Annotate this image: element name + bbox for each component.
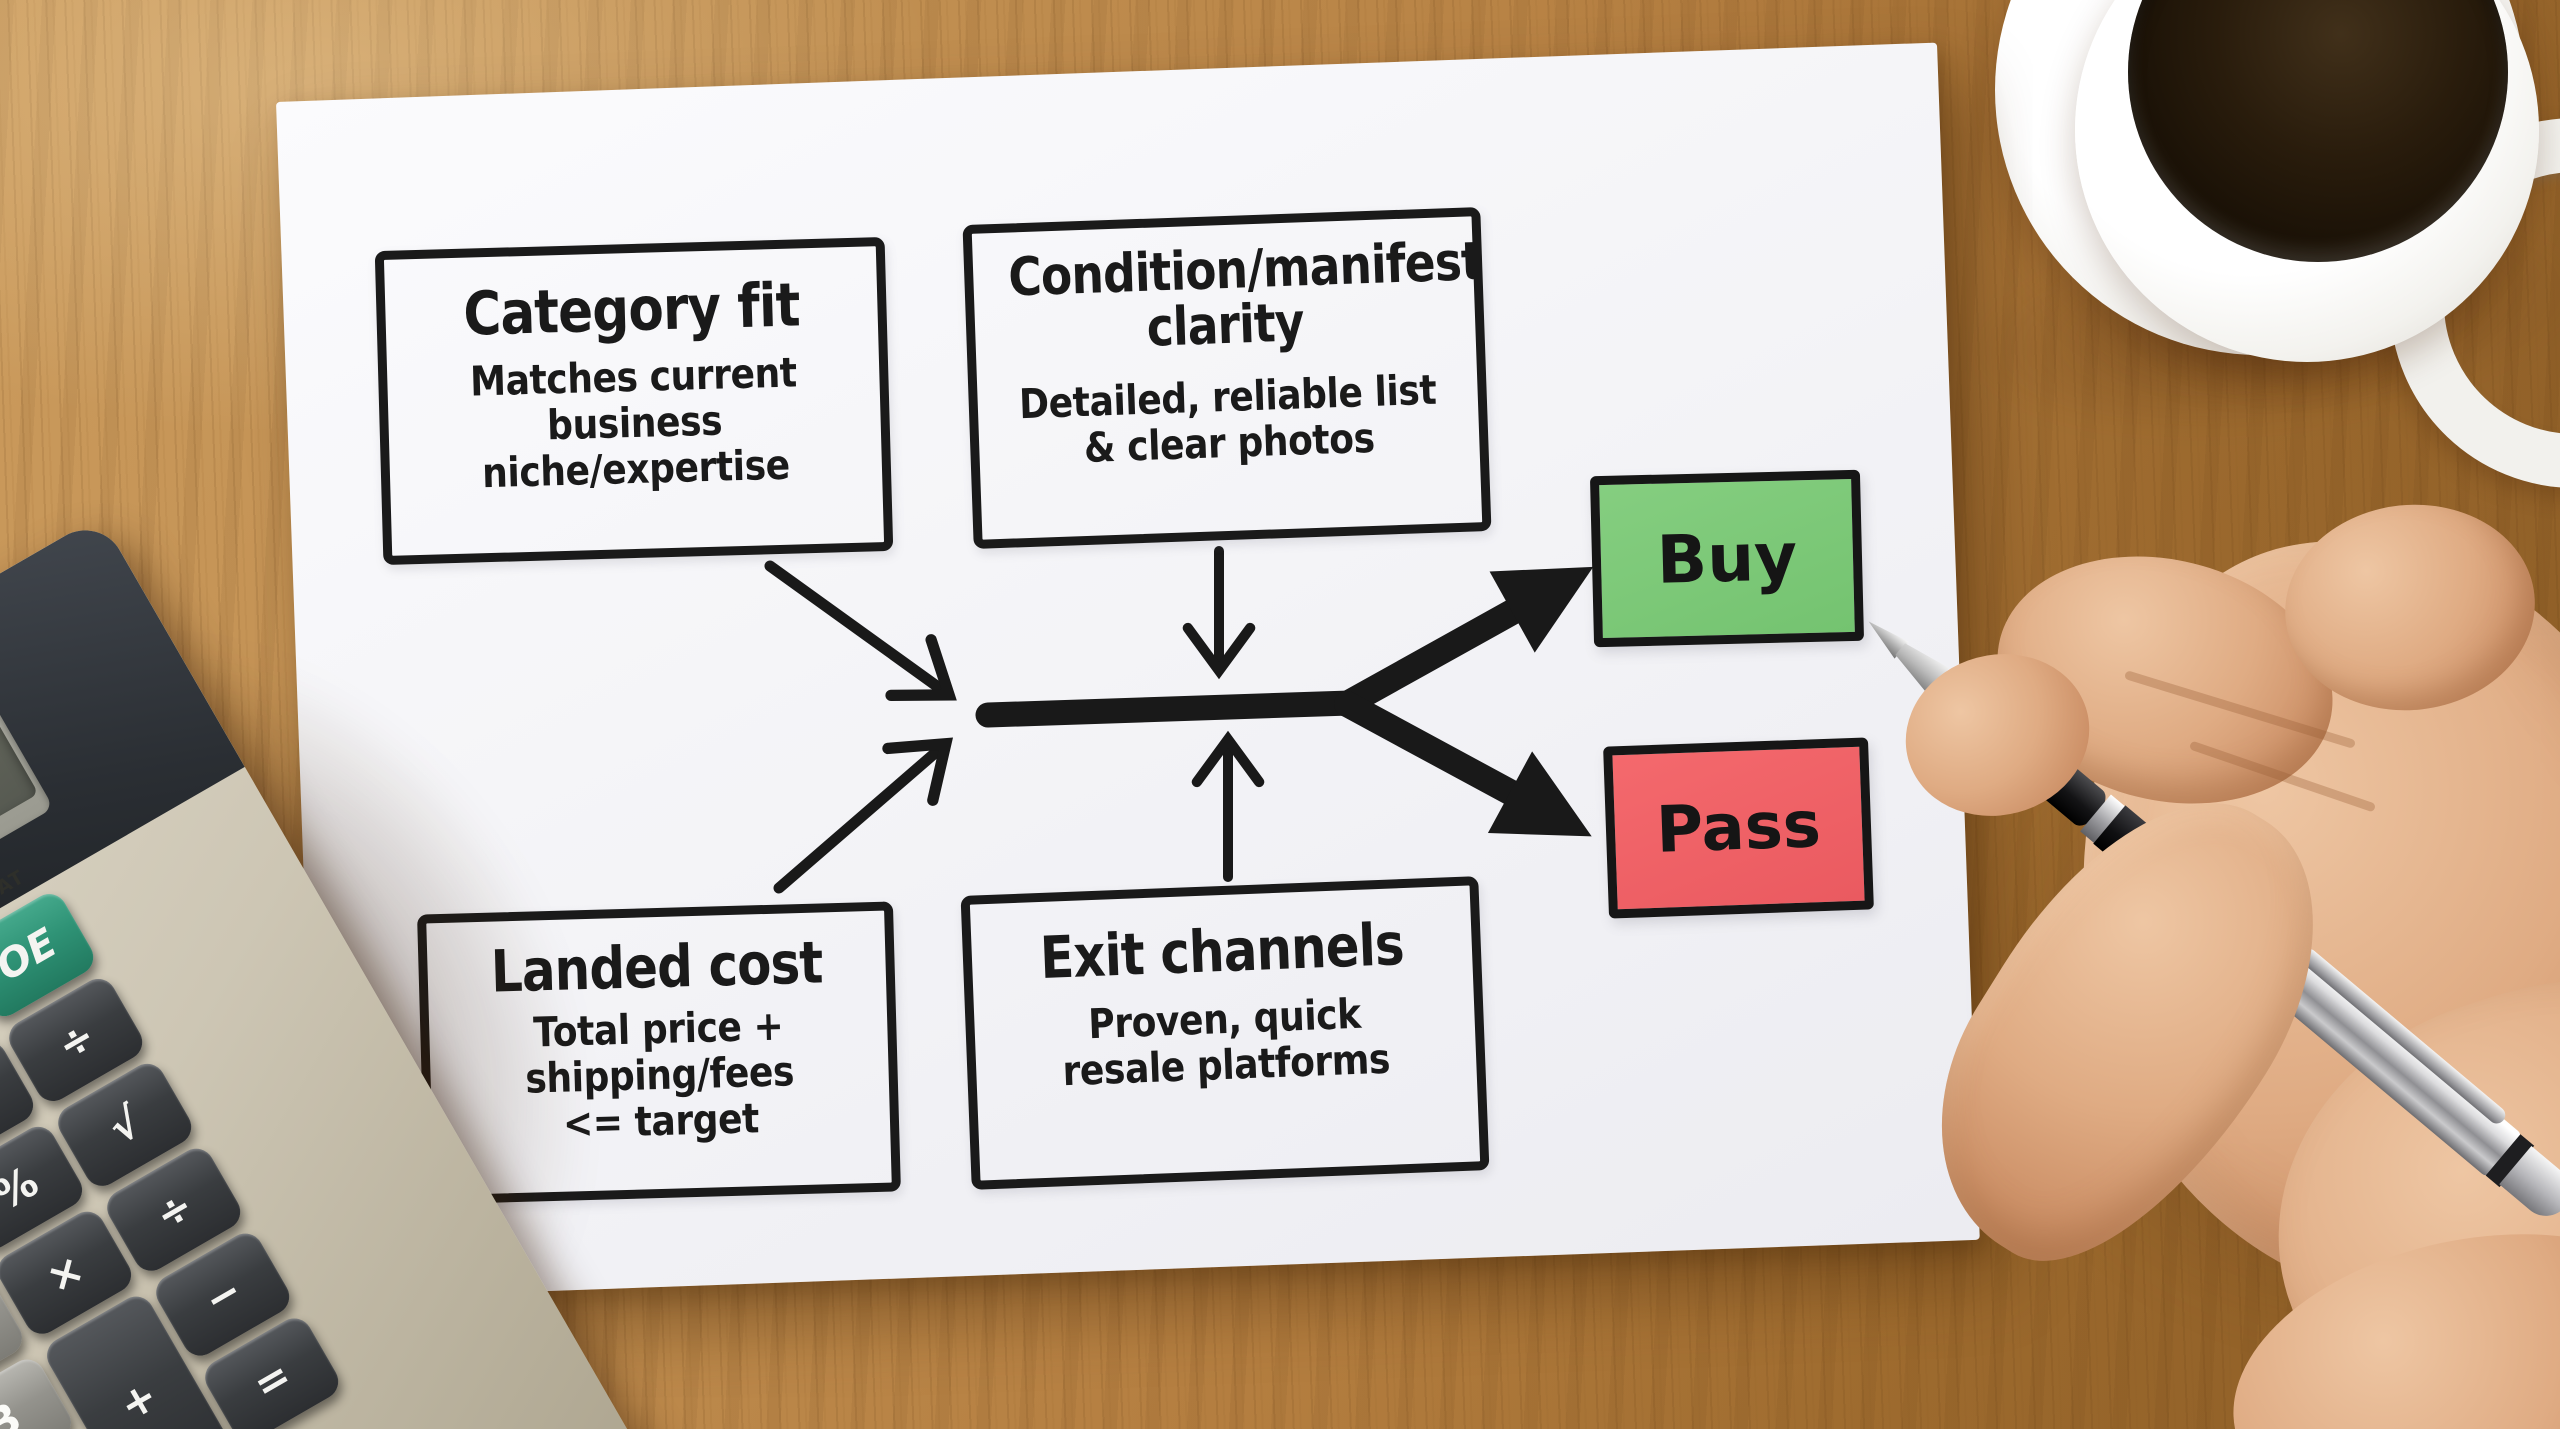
box-buy: Buy bbox=[1589, 469, 1865, 648]
box-category-fit: Category fit Matches current business ni… bbox=[374, 236, 894, 566]
arrow-landed-to-spine bbox=[773, 737, 954, 894]
box-condition-manifest: Condition/manifest clarity Detailed, rel… bbox=[962, 207, 1492, 549]
box-title: Exit channels bbox=[1038, 910, 1405, 993]
box-pass: Pass bbox=[1603, 737, 1874, 919]
buy-label: Buy bbox=[1655, 518, 1799, 599]
box-subtitle: Matches current business niche/expertise bbox=[469, 348, 798, 498]
box-subtitle: Proven, quick resale platforms bbox=[1061, 990, 1391, 1096]
box-exit-channels: Exit channels Proven, quick resale platf… bbox=[960, 876, 1490, 1190]
box-title: Condition/manifest clarity bbox=[1007, 231, 1483, 359]
box-title: Category fit bbox=[462, 270, 801, 350]
pass-label: Pass bbox=[1654, 788, 1823, 868]
arrow-branch-buy bbox=[1334, 566, 1594, 717]
arrow-branch-pass bbox=[1334, 691, 1592, 837]
box-subtitle: Detailed, reliable list & clear photos bbox=[1018, 365, 1437, 473]
decision-spine bbox=[975, 690, 1363, 728]
arrow-category-to-spine bbox=[764, 560, 957, 702]
